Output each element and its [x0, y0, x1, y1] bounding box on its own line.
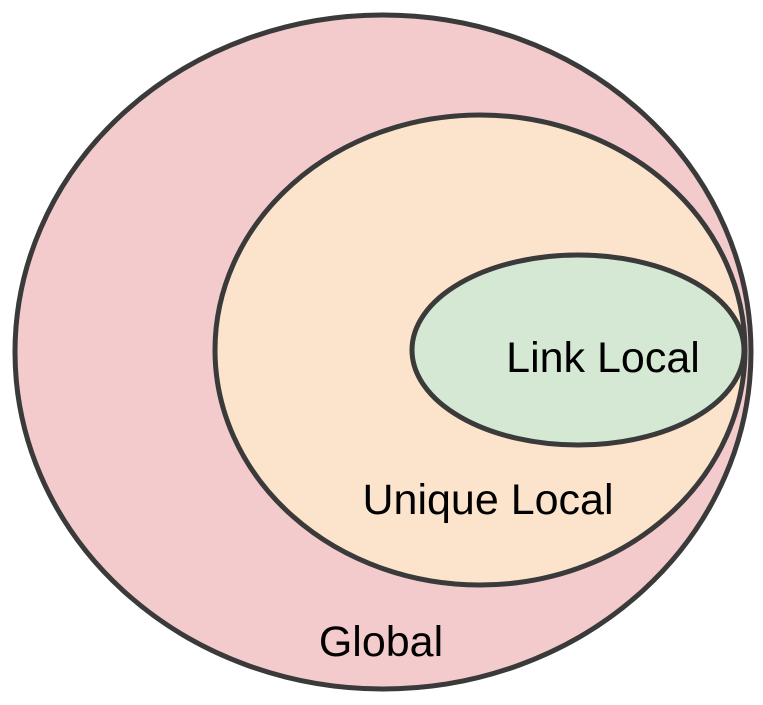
link-local-set-ellipse — [409, 252, 747, 448]
unique-local-set-label: Unique Local — [362, 476, 613, 524]
global-set-label: Global — [319, 618, 443, 666]
link-local-set-label: Link Local — [506, 334, 700, 382]
